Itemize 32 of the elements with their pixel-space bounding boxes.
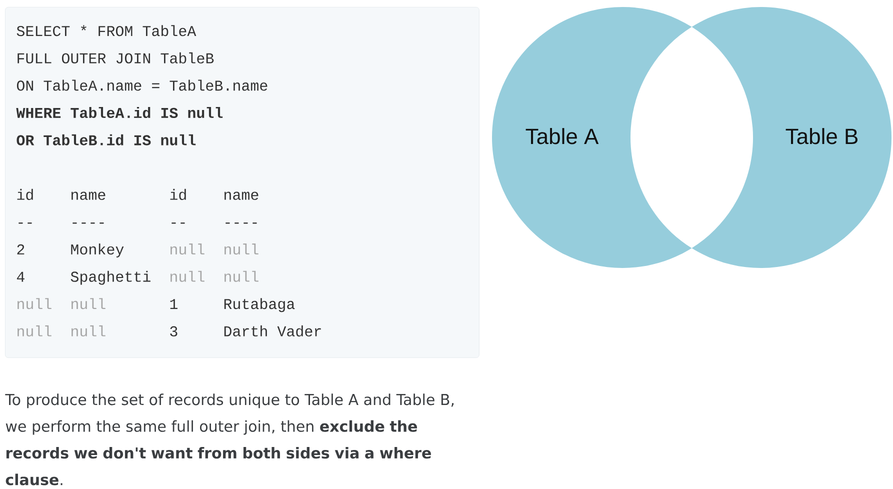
dash-separator: ----: [226, 222, 257, 224]
table-cell: 2: [17, 244, 24, 254]
table-cell: null: [18, 298, 52, 310]
table-cell: 1: [170, 299, 178, 309]
dash-separator: --: [18, 222, 32, 224]
table-cell: 3: [170, 326, 178, 336]
paragraph: To produce the set of records unique to Table A and Table B, we perform the same full outer join, then exclude the records we don't want from both sides via a where clause.: [5, 394, 454, 486]
table-cell: null: [72, 298, 106, 310]
table-cell: null: [224, 244, 258, 255]
column-header: id: [17, 188, 33, 200]
table-cell: Spaghetti: [70, 270, 150, 285]
table-cell: 4: [16, 272, 24, 282]
code-line: WHERE TableA.id IS null: [16, 107, 223, 118]
table-cell: Darth Vader: [224, 325, 321, 336]
dash-separator: --: [172, 222, 185, 224]
set-label: Table B: [786, 128, 858, 144]
code-line: ON TableA.name = TableB.name: [16, 80, 268, 91]
table-cell: null: [224, 270, 258, 282]
code-line: FULL OUTER JOIN TableB: [18, 52, 214, 64]
column-header: name: [224, 192, 258, 200]
table-cell: Rutabaga: [224, 298, 295, 312]
table-cell: Monkey: [71, 244, 124, 258]
table-cell: null: [170, 270, 204, 282]
table-cell: null: [18, 325, 52, 336]
table-cell: null: [170, 244, 204, 255]
set-label: Table A: [526, 128, 599, 144]
column-header: id: [170, 188, 186, 200]
code-line: SELECT * FROM TableA: [16, 25, 196, 36]
column-header: name: [72, 192, 106, 200]
table-cell: null: [72, 325, 106, 336]
dash-separator: ----: [72, 222, 104, 224]
code-line: OR TableB.id IS null: [16, 134, 196, 146]
